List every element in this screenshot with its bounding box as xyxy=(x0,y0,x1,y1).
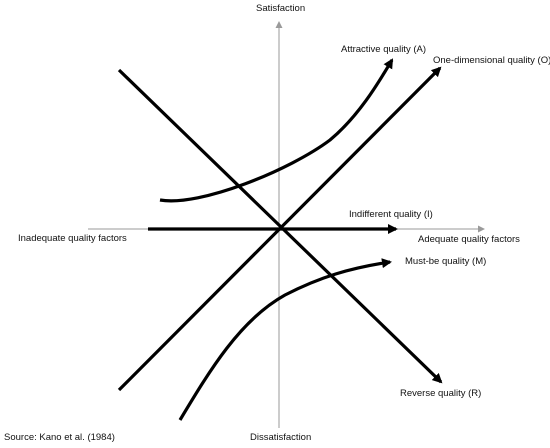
source-citation: Source: Kano et al. (1984) xyxy=(4,432,115,443)
label-attractive-quality: Attractive quality (A) xyxy=(341,44,426,55)
label-indifferent-quality: Indifferent quality (I) xyxy=(349,209,433,220)
reverse-quality-line xyxy=(117,68,443,384)
must-be-quality-curve xyxy=(178,258,392,421)
axis-label-satisfaction: Satisfaction xyxy=(256,3,306,14)
axis-label-adequate: Adequate quality factors xyxy=(418,234,520,245)
axis-label-dissatisfaction: Dissatisfaction xyxy=(250,432,312,443)
axis-label-inadequate: Inadequate quality factors xyxy=(18,233,127,244)
label-reverse-quality: Reverse quality (R) xyxy=(400,388,482,399)
label-must-be-quality: Must-be quality (M) xyxy=(405,256,487,267)
label-one-dimensional-quality: One-dimensional quality (O) xyxy=(433,55,550,66)
attractive-quality-curve xyxy=(159,58,394,203)
